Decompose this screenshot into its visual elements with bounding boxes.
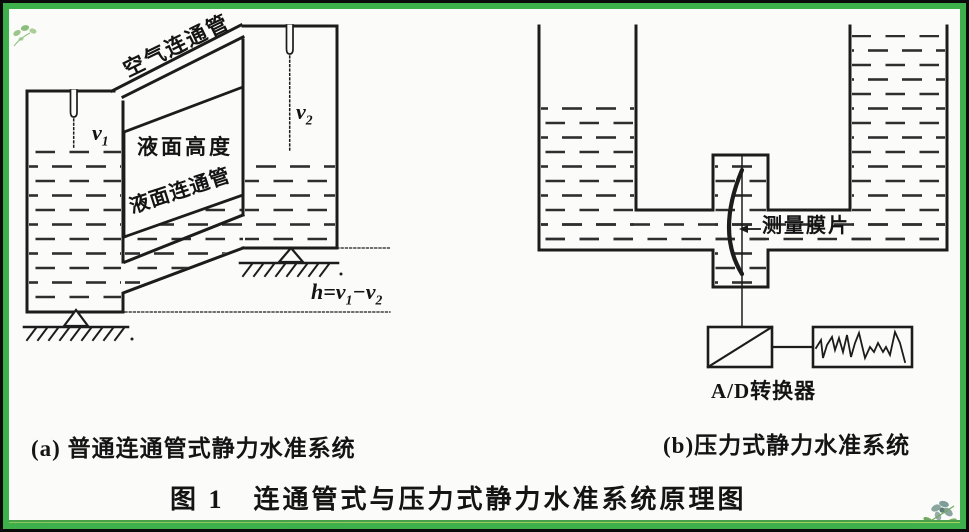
probe-v1 xyxy=(69,89,78,149)
air-pipe-upper-wall xyxy=(109,22,244,94)
support-right xyxy=(238,246,343,278)
vessel-outer-outline xyxy=(537,24,949,289)
sensor-v2-label: v2 xyxy=(296,99,313,128)
support-left xyxy=(22,308,134,342)
caption-diagram-b: (b)压力式静力水准系统 xyxy=(663,433,911,458)
diaphragm-label: 测量膜片 xyxy=(762,215,850,237)
decoration-sprig-top-left xyxy=(13,25,37,47)
probe-v2 xyxy=(285,24,294,151)
decoration-flower-bottom-right xyxy=(921,500,957,527)
liquid-fill-b xyxy=(541,35,945,285)
diagram-b-linework xyxy=(537,24,949,369)
adc-label: A/D转换器 xyxy=(711,379,817,403)
adc-box xyxy=(706,325,774,369)
liquid-pipe-upper-wall xyxy=(123,213,245,264)
liquid-level-label: 液面高度 xyxy=(137,135,233,159)
diaphragm-pointer-arrow xyxy=(739,225,761,233)
diagram-a-linework xyxy=(22,22,391,342)
height-formula: h=v1−v2 xyxy=(311,279,383,308)
measuring-diaphragm xyxy=(727,167,745,277)
liquid-fill-a xyxy=(29,150,335,310)
waveform-trace xyxy=(814,329,907,364)
recorder-box xyxy=(811,325,914,369)
figure-caption: 图 1 连通管式与压力式静力水准系统原理图 xyxy=(170,485,747,514)
sensor-v1-label: v1 xyxy=(92,120,109,149)
vessel-inner-outline xyxy=(634,24,852,212)
caption-diagram-a: (a) 普通连通管式静力水准系统 xyxy=(31,436,356,461)
air-pipe-lower-wall xyxy=(120,34,246,100)
